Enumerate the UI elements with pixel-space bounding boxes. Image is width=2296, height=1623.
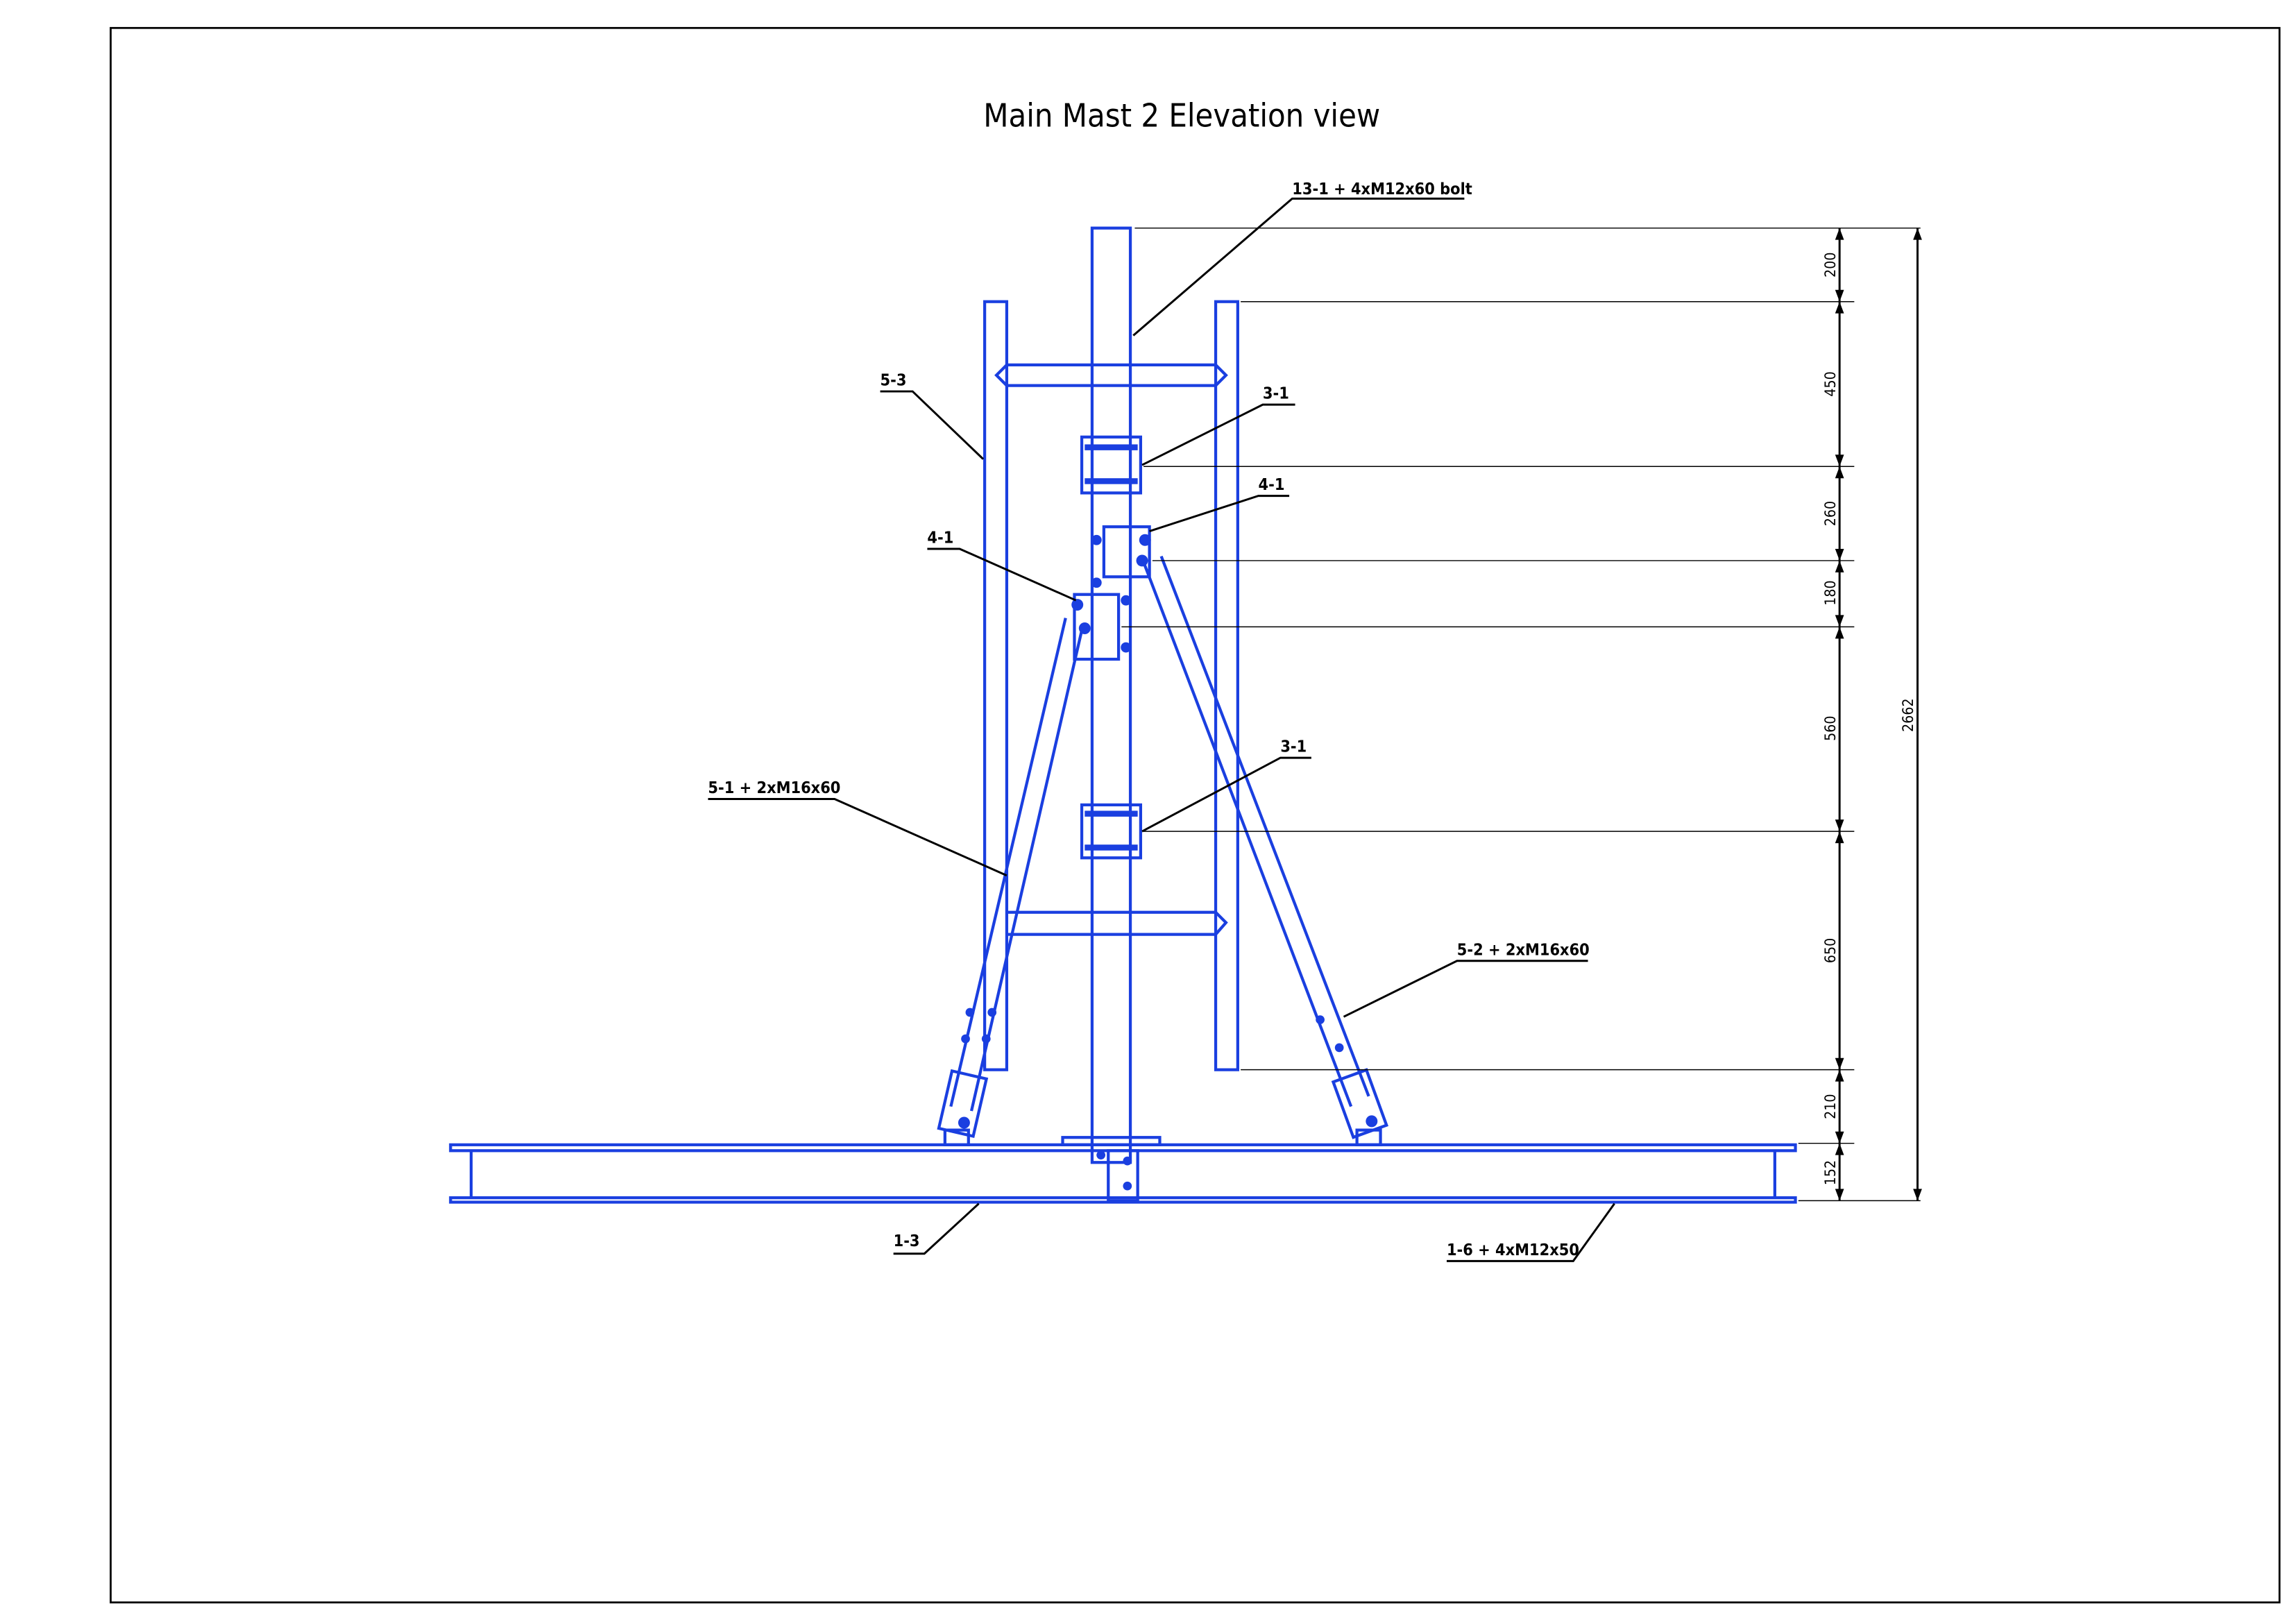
dim-210: 210 <box>1821 1094 1839 1119</box>
crossbar-upper <box>994 363 1228 387</box>
dimension-lines: 200 450 260 180 560 650 210 152 2662 <box>1121 227 1922 1202</box>
callout-3-1-lower: 3-1 <box>1280 738 1307 756</box>
main-mast <box>1090 226 1132 1164</box>
dim-152: 152 <box>1821 1160 1839 1185</box>
ladder-rail-left <box>983 300 1009 1071</box>
dim-200: 200 <box>1821 253 1839 278</box>
callout-5-2: 5-2 + 2xM16x60 <box>1457 940 1590 959</box>
dim-260: 260 <box>1821 501 1839 526</box>
mast-structure <box>449 226 1797 1204</box>
clamp-lower <box>1080 803 1143 860</box>
callout-5-1: 5-1 + 2xM16x60 <box>708 779 840 797</box>
callout-3-1-upper: 3-1 <box>1263 384 1289 403</box>
callout-5-3: 5-3 <box>881 371 907 390</box>
callouts: 13-1 + 4xM12x60 bolt 5-3 3-1 4-1 4-1 3-1… <box>708 180 1615 1262</box>
bracket-upper <box>1091 525 1151 588</box>
strut-left <box>937 618 1085 1139</box>
dim-650: 650 <box>1821 938 1839 963</box>
ladder-rail-right <box>1214 300 1239 1071</box>
callout-1-6: 1-6 + 4xM12x50 <box>1447 1241 1579 1259</box>
strut-right <box>1142 555 1388 1139</box>
dim-560: 560 <box>1821 715 1839 740</box>
base-beam <box>449 1128 1797 1204</box>
dim-180: 180 <box>1821 580 1839 605</box>
clamp-upper <box>1080 435 1143 495</box>
callout-13-1: 13-1 + 4xM12x60 bolt <box>1292 180 1472 198</box>
dim-total-2662: 2662 <box>1899 698 1916 731</box>
callout-4-1-left: 4-1 <box>927 528 953 547</box>
callout-4-1-right: 4-1 <box>1259 475 1285 494</box>
callout-1-3: 1-3 <box>894 1232 920 1250</box>
crossbar-lower <box>1006 910 1228 936</box>
sheet-border <box>110 26 2281 1604</box>
dim-450: 450 <box>1821 371 1839 396</box>
drawing-title: Main Mast 2 Elevation view <box>983 97 1380 135</box>
